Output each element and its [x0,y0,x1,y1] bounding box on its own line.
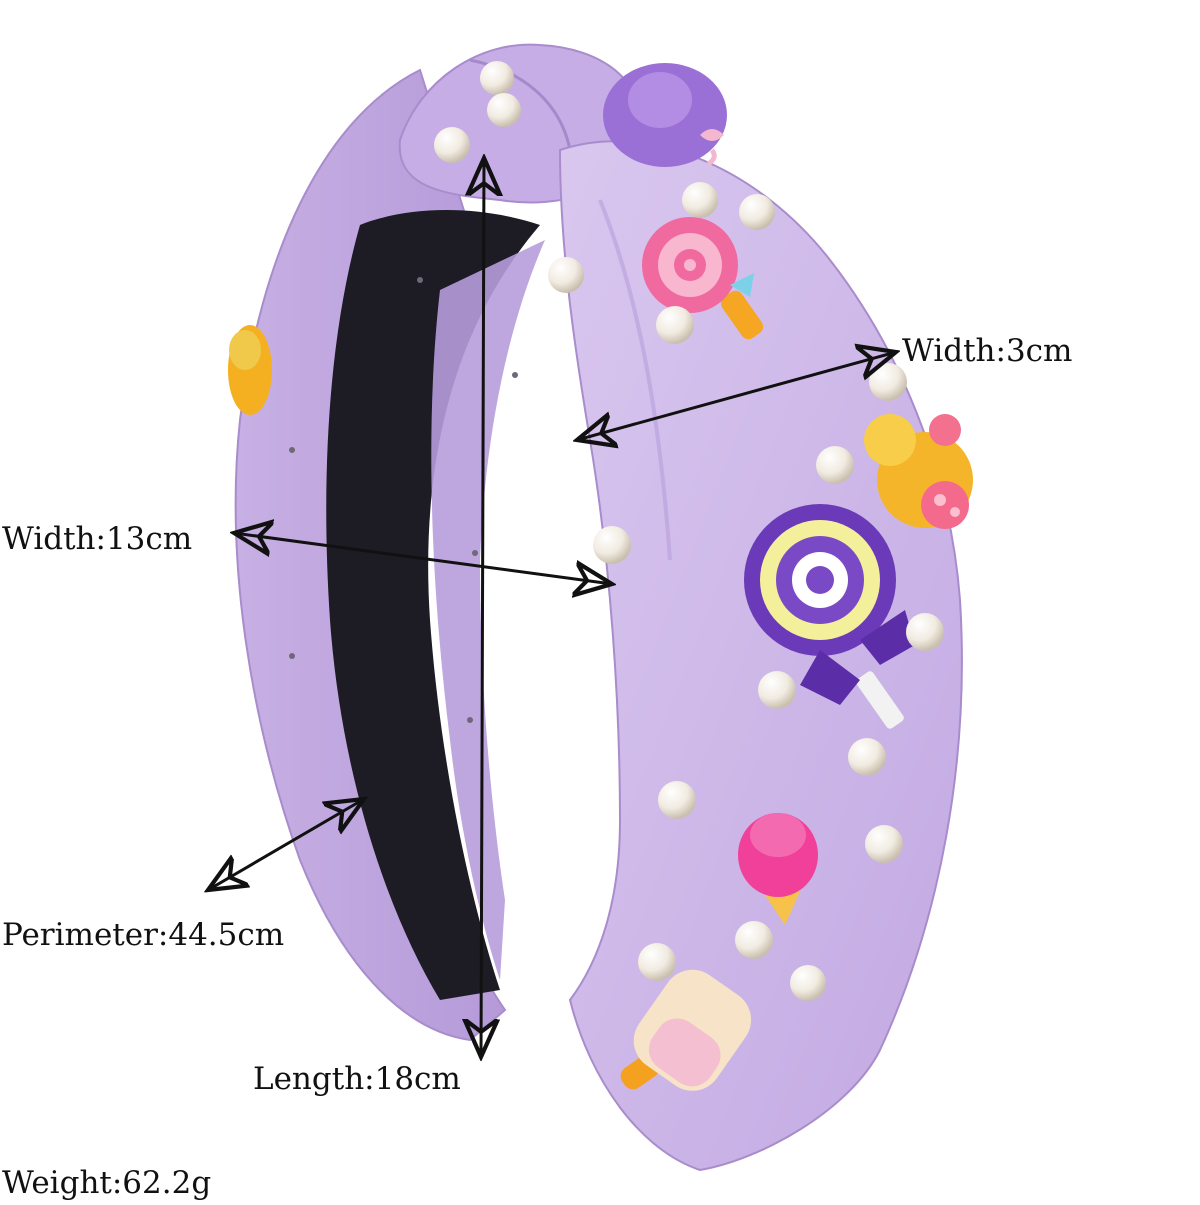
swirl-lollipop-charm [744,504,915,729]
pearl-beads [434,61,944,1001]
width-side-label: Width:13cm [2,521,193,557]
knot-fold [469,58,572,151]
popsicle-charm [620,969,752,1091]
headband-inner-lining [326,210,540,1000]
width-side-arrow [234,533,612,584]
ice-cream-charm [738,813,818,925]
hat-charm [603,63,727,167]
length-arrow [481,158,484,1057]
measurement-arrows [208,158,896,1057]
weight-label: Weight:62.2g [2,1165,212,1201]
headband-right-band [558,140,963,1172]
width-top-label: Width:3cm [902,333,1073,369]
pink-lollipop-charm [642,217,764,340]
perimeter-arrow [208,799,364,890]
side-charm [228,325,272,415]
width-top-arrow [577,352,896,440]
headband-inner-strip [431,240,545,980]
perimeter-label: Perimeter:44.5cm [2,917,285,953]
length-label: Length:18cm [253,1061,461,1097]
